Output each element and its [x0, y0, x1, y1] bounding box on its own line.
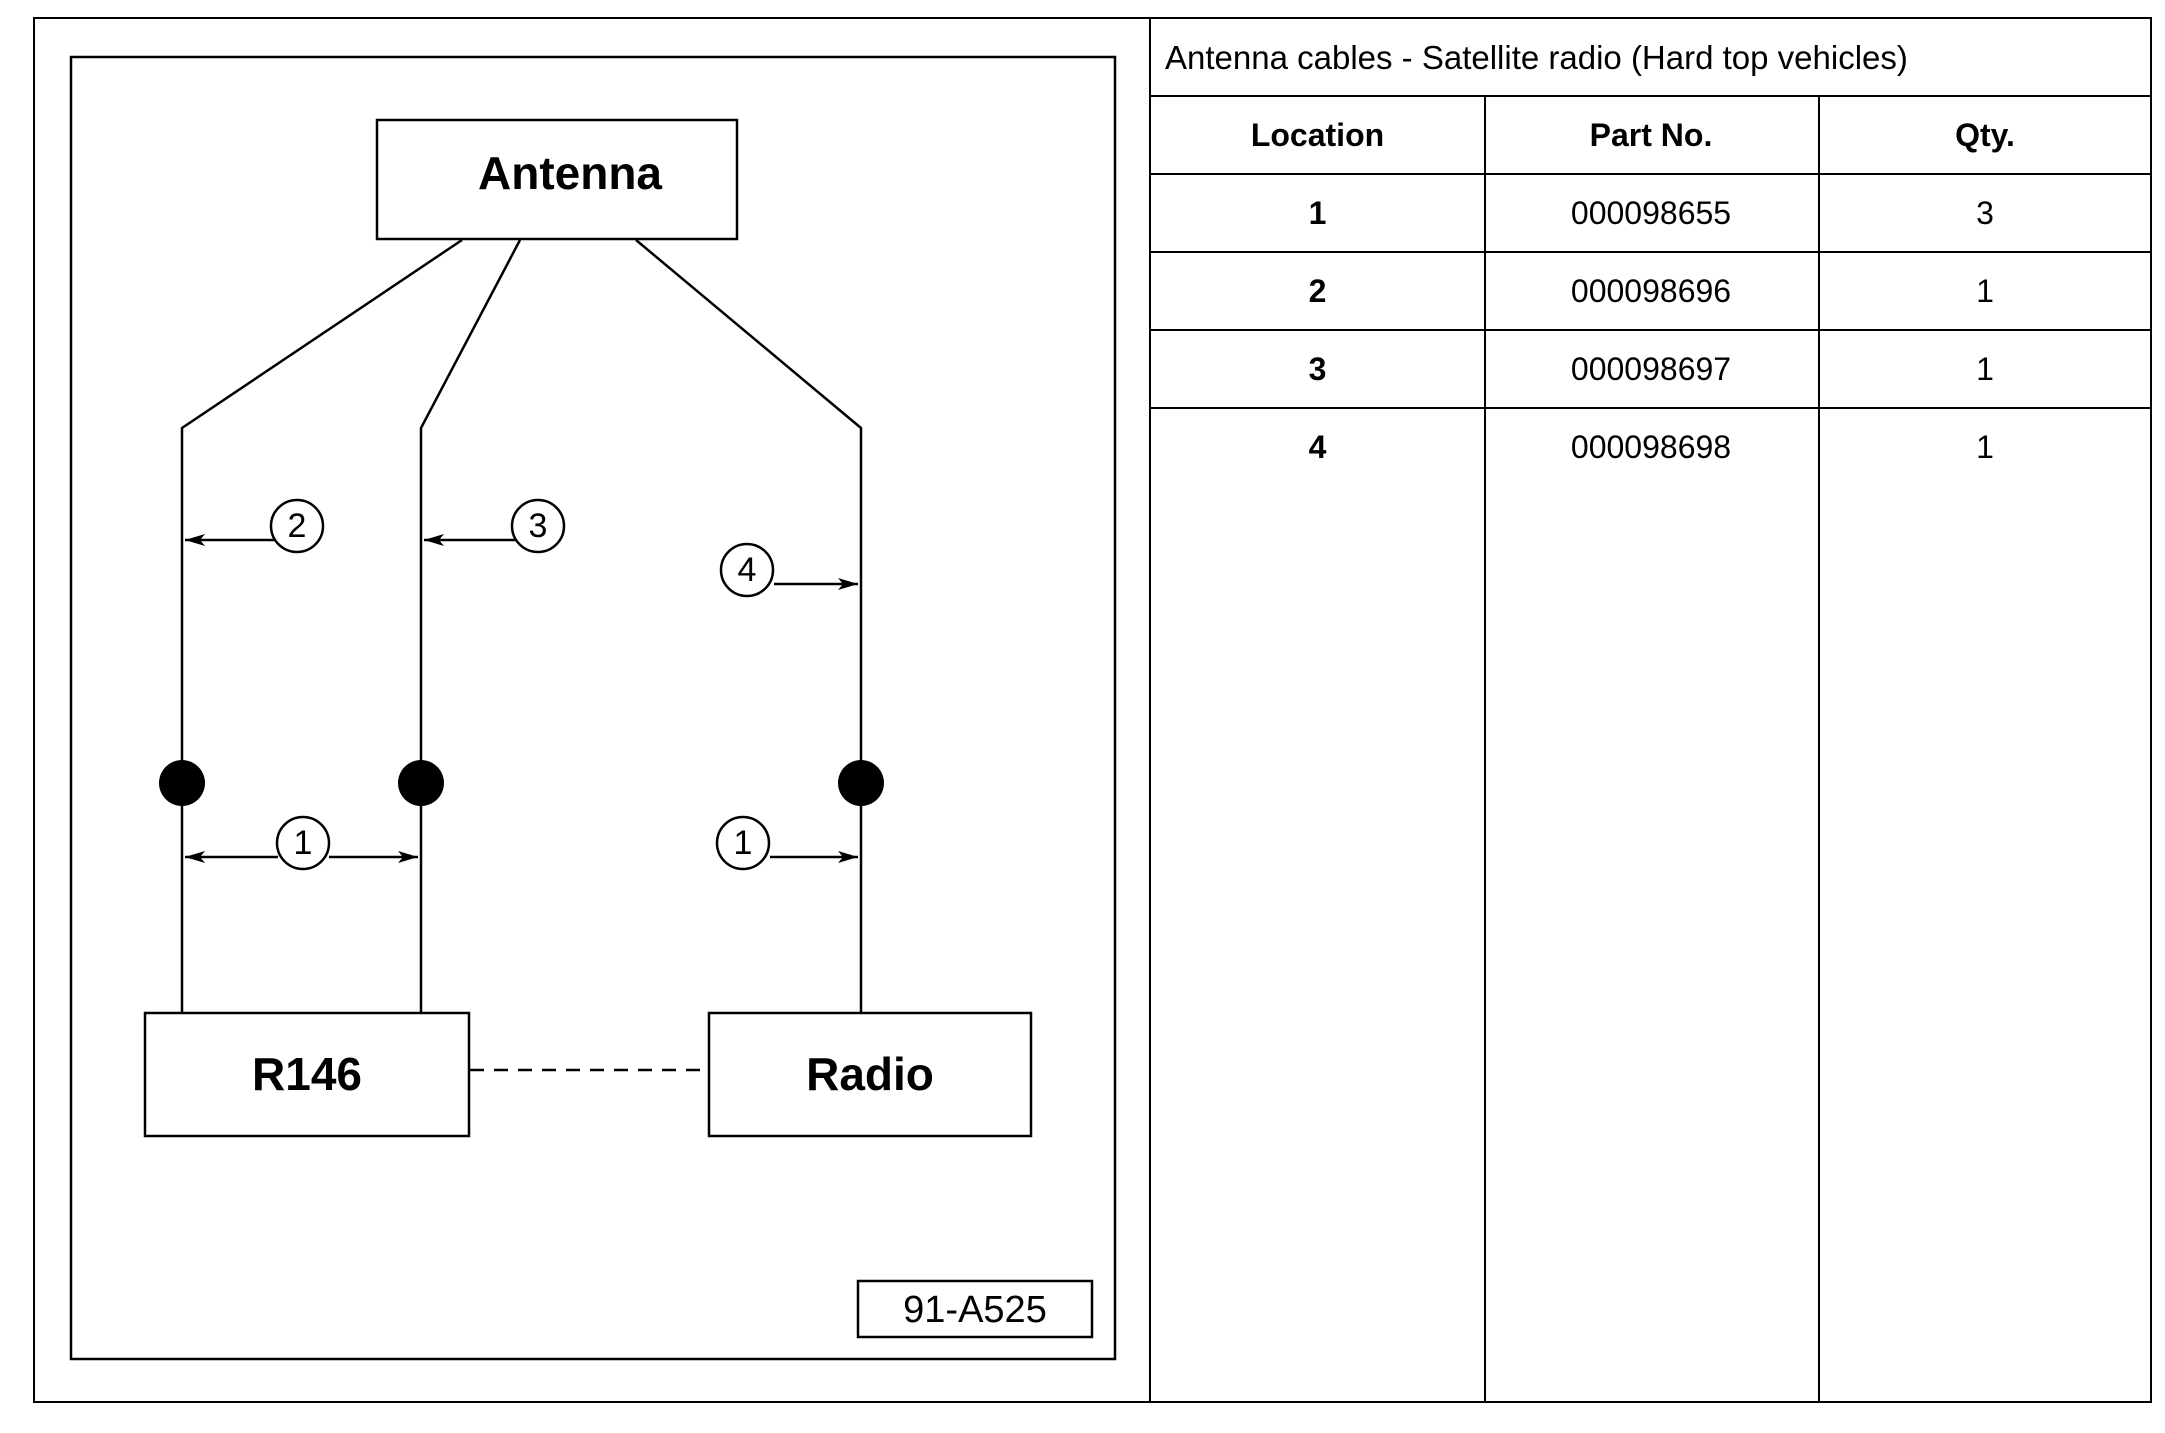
parts-table: Location Part No. Qty. 1 000098655 3 2 0… — [1151, 97, 2150, 1401]
column-divider — [1818, 97, 1820, 1401]
table-row: 3 000098697 1 — [1151, 331, 2150, 409]
cable-3-line — [419, 239, 522, 1013]
table-title: Antenna cables - Satellite radio (Hard t… — [1151, 19, 2150, 97]
svg-text:1: 1 — [294, 824, 313, 862]
row-qty: 1 — [1976, 429, 1994, 465]
cable-lines — [180, 238, 863, 1072]
parts-table-panel: Antenna cables - Satellite radio (Hard t… — [1151, 19, 2150, 1401]
callout-2: 2 — [185, 498, 325, 554]
row-location: 2 — [1308, 273, 1327, 309]
table-row: 1 000098655 3 — [1151, 175, 2150, 253]
row-part-no: 000098697 — [1570, 351, 1732, 387]
column-divider — [1484, 97, 1486, 1401]
cable-4-line — [635, 239, 863, 1013]
header-qty: Qty. — [1955, 117, 2015, 153]
row-part-no: 000098698 — [1570, 429, 1732, 465]
diagram-border — [69, 55, 1117, 1361]
row-qty: 1 — [1976, 273, 1994, 309]
antenna-label: Antenna — [478, 147, 662, 199]
svg-text:3: 3 — [529, 507, 548, 545]
table-row: 2 000098696 1 — [1151, 253, 2150, 331]
callout-1-left: 1 — [185, 815, 418, 871]
callout-4: 4 — [719, 542, 858, 598]
r146-label: R146 — [252, 1048, 362, 1100]
connector-dot — [838, 760, 884, 806]
row-location: 1 — [1308, 195, 1327, 231]
connector-dot — [398, 760, 444, 806]
row-part-no: 000098655 — [1570, 195, 1732, 231]
row-part-no: 000098696 — [1570, 273, 1732, 309]
row-qty: 3 — [1976, 195, 1994, 231]
radio-label: Radio — [806, 1048, 934, 1100]
table-header-row: Location Part No. Qty. — [1151, 97, 2150, 175]
header-location: Location — [1250, 117, 1385, 153]
antenna-cable-diagram: Antenna 2 3 — [69, 55, 1117, 1361]
antenna-box: Antenna — [375, 118, 739, 241]
row-location: 4 — [1308, 429, 1327, 465]
page-frame: Antenna 2 3 — [33, 17, 2152, 1403]
figure-id: 91-A525 — [903, 1289, 1047, 1331]
cable-2-line — [180, 238, 463, 1013]
figure-id-box: 91-A525 — [856, 1279, 1094, 1339]
svg-text:2: 2 — [288, 507, 307, 545]
connector-dot — [159, 760, 205, 806]
header-part-no: Part No. — [1589, 117, 1713, 153]
diagram-panel: Antenna 2 3 — [35, 19, 1151, 1401]
svg-text:1: 1 — [734, 824, 753, 862]
radio-box: Radio — [707, 1011, 1033, 1138]
callout-1-right: 1 — [715, 815, 858, 871]
row-location: 3 — [1308, 351, 1327, 387]
r146-box: R146 — [143, 1011, 471, 1138]
row-qty: 1 — [1976, 351, 1994, 387]
svg-text:4: 4 — [738, 551, 757, 589]
callout-3: 3 — [424, 498, 566, 554]
table-row: 4 000098698 1 — [1151, 409, 2150, 487]
